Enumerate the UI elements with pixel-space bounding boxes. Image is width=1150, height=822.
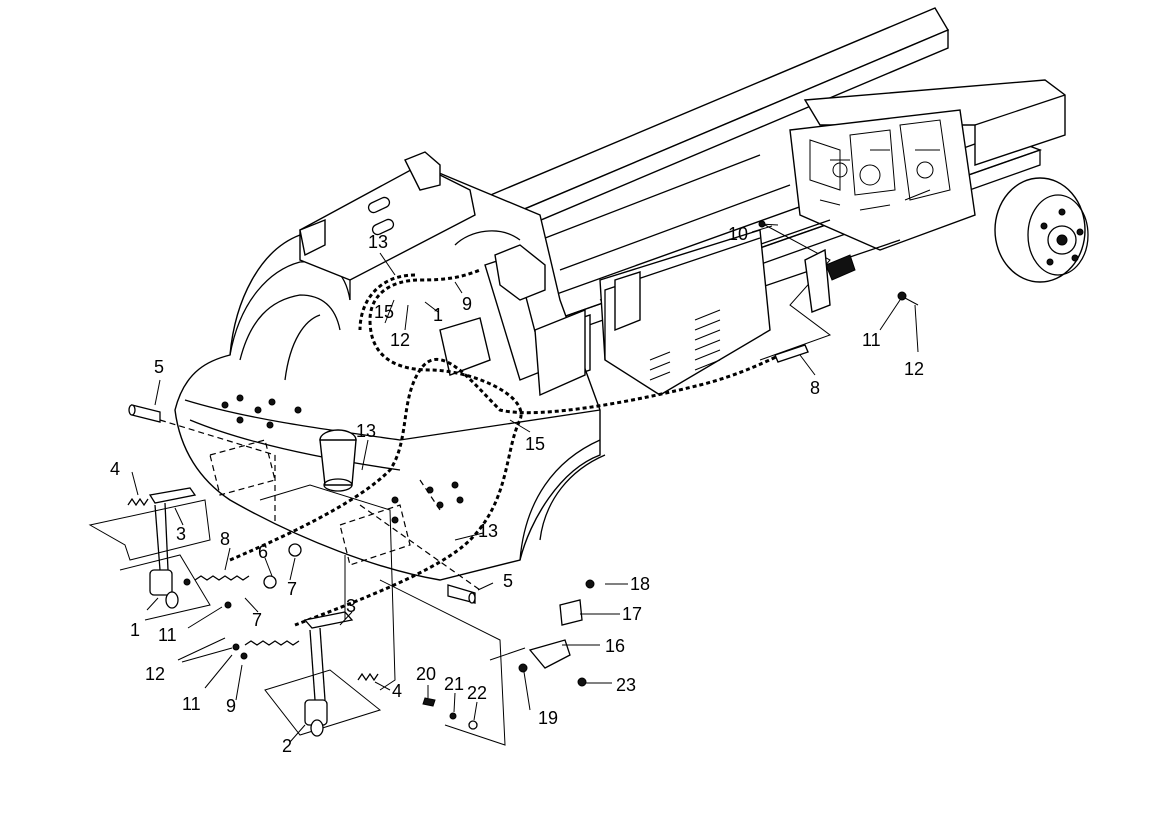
callout-21: 21 <box>444 674 464 694</box>
callout-20: 20 <box>416 664 436 684</box>
callout-11: 11 <box>182 694 201 714</box>
callout-12: 12 <box>904 359 924 379</box>
callout-5: 5 <box>503 571 513 591</box>
callout-13: 13 <box>478 521 498 541</box>
callout-19: 19 <box>538 708 558 728</box>
callout-13: 13 <box>368 232 388 252</box>
callout-23: 23 <box>616 675 636 695</box>
callout-16: 16 <box>605 636 625 656</box>
callout-8: 8 <box>220 529 230 549</box>
callout-11: 11 <box>158 625 177 645</box>
callout-17: 17 <box>622 604 642 624</box>
leader-lines <box>131 225 919 743</box>
callout-15: 15 <box>525 434 545 454</box>
callout-7: 7 <box>287 579 297 599</box>
callout-4: 4 <box>392 681 402 701</box>
callout-7: 7 <box>252 610 262 630</box>
brake-cables <box>229 268 791 627</box>
callout-5: 5 <box>154 357 164 377</box>
engine-assembly <box>789 109 976 251</box>
callout-22: 22 <box>467 683 487 703</box>
chassis-frame <box>453 7 1089 396</box>
callout-4: 4 <box>110 459 120 479</box>
callout-12: 12 <box>390 330 410 350</box>
front-body-shell <box>174 151 606 581</box>
callout-2: 2 <box>282 736 292 756</box>
callout-18: 18 <box>630 574 650 594</box>
callout-12: 12 <box>145 664 165 684</box>
callout-10: 10 <box>728 224 748 244</box>
callout-3: 3 <box>346 596 356 616</box>
rear-wheel-hub <box>994 177 1089 283</box>
floor-holes <box>221 394 464 524</box>
callout-labels: 13 15 9 1 12 10 11 12 8 5 15 13 4 3 8 6 … <box>110 224 924 756</box>
callout-3: 3 <box>176 524 186 544</box>
callout-9: 9 <box>462 294 472 314</box>
callout-8: 8 <box>810 378 820 398</box>
callout-6: 6 <box>258 542 268 562</box>
callout-1: 1 <box>433 305 443 325</box>
callout-15: 15 <box>374 302 394 322</box>
callout-13: 13 <box>356 421 376 441</box>
bracket-assembly <box>422 579 595 730</box>
pedal-assemblies <box>88 404 476 737</box>
callout-9: 9 <box>226 696 236 716</box>
callout-1: 1 <box>130 620 140 640</box>
callout-11: 11 <box>862 330 881 350</box>
explode-lines <box>159 419 506 746</box>
rear-linkage <box>758 220 919 363</box>
